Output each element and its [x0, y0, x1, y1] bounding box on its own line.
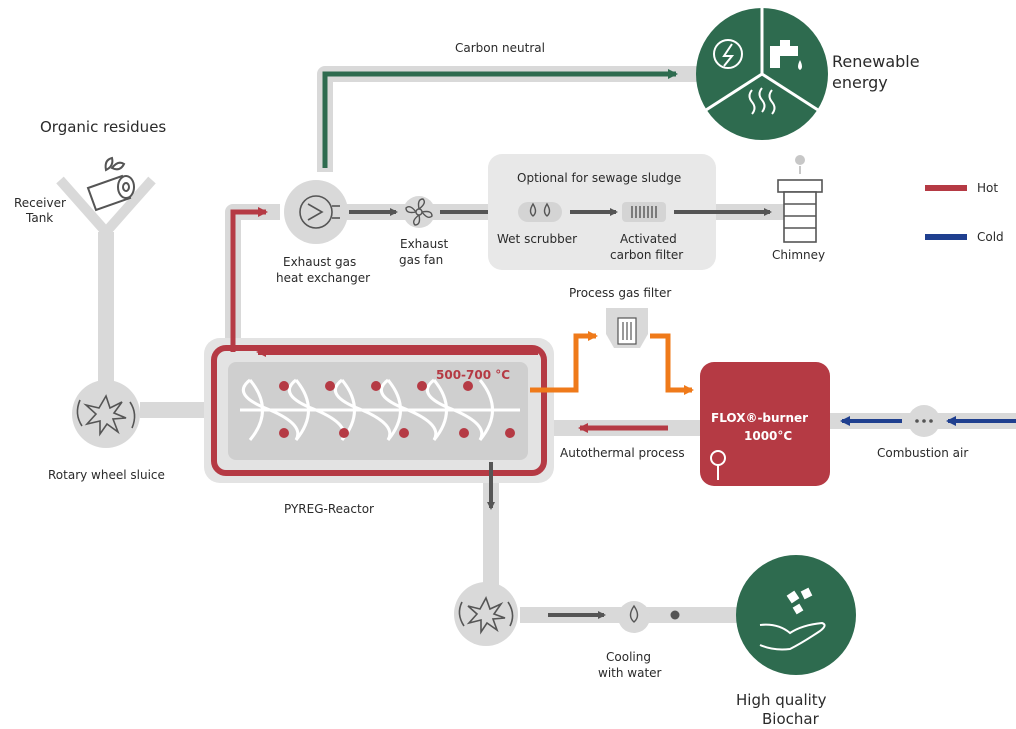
process-gas-filter-label: Process gas filter	[569, 286, 671, 300]
biochar-badge	[736, 555, 856, 675]
autothermal-label: Autothermal process	[560, 446, 685, 460]
starburst-icon	[76, 394, 136, 437]
rotary-wheel-sluice	[72, 380, 140, 448]
orange-gas-line-up	[530, 331, 598, 393]
output-sluice	[454, 582, 518, 646]
heat-exchanger-label-1: Exhaust gas	[283, 255, 356, 269]
log-icon	[86, 156, 135, 212]
flox-burner-label-2: 1000°C	[744, 429, 792, 443]
legend: Hot Cold	[925, 181, 1004, 244]
cooling-label-1: Cooling	[606, 650, 651, 664]
flox-burner	[700, 362, 830, 486]
activated-carbon-label-1: Activated	[620, 232, 677, 246]
reactor-temperature: 500-700 °C	[436, 368, 510, 382]
pyreg-reactor-label: PYREG-Reactor	[284, 502, 374, 516]
hand-with-biochar-icon	[759, 587, 826, 651]
orange-gas-line-down	[650, 333, 694, 395]
biochar-label-1: High quality	[736, 691, 827, 709]
legend-hot-label: Hot	[977, 181, 998, 195]
renewable-energy-label-2: energy	[832, 73, 888, 92]
lightning-icon	[713, 39, 743, 69]
heat-waves-icon	[748, 87, 776, 115]
combustion-air-label: Combustion air	[877, 446, 968, 460]
carbon-neutral-label: Carbon neutral	[455, 41, 545, 55]
wet-scrubber	[518, 202, 562, 222]
water-drops-icon	[529, 202, 551, 217]
renewable-energy-badge	[696, 8, 828, 140]
hot-line-to-heat-exchanger	[230, 207, 268, 352]
legend-cold-swatch	[925, 234, 967, 240]
filter-icon	[631, 206, 657, 218]
wet-scrubber-label: Wet scrubber	[497, 232, 577, 246]
legend-hot-swatch	[925, 185, 967, 191]
biochar-label-2: Biochar	[762, 710, 820, 728]
water-drop-icon	[629, 604, 639, 623]
starburst-icon	[458, 596, 514, 635]
carbon-neutral-line	[322, 69, 678, 168]
flow-dot	[670, 610, 680, 620]
fan-icon	[405, 198, 433, 226]
activated-carbon-label-2: carbon filter	[610, 248, 683, 262]
process-gas-filter	[606, 308, 648, 348]
rotary-wheel-sluice-label: Rotary wheel sluice	[48, 468, 165, 482]
organic-residues-label: Organic residues	[40, 118, 166, 136]
exhaust-fan-label-1: Exhaust	[400, 237, 449, 251]
chimney-label: Chimney	[772, 248, 825, 262]
cooling-label-2: with water	[598, 666, 662, 680]
optional-sludge-label: Optional for sewage sludge	[517, 171, 681, 185]
renewable-energy-label-1: Renewable	[832, 52, 920, 71]
receiver-tank-label-1: Receiver	[14, 196, 66, 210]
chimney	[777, 155, 823, 243]
receiver-tank	[56, 156, 156, 237]
activated-carbon-filter	[622, 202, 666, 222]
heat-dots	[279, 381, 515, 438]
auger-screw	[240, 378, 520, 441]
combustion-air-blower	[908, 405, 940, 437]
cooling-water	[618, 601, 650, 633]
flox-burner-label-1: FLOX®-burner	[711, 411, 808, 425]
exhaust-fan-label-2: gas fan	[399, 253, 443, 267]
exhaust-gas-fan	[403, 196, 435, 228]
exhaust-gas-heat-exchanger	[284, 180, 348, 244]
legend-cold-label: Cold	[977, 230, 1004, 244]
receiver-tank-label-2: Tank	[25, 211, 53, 225]
heat-exchanger-label-2: heat exchanger	[276, 271, 370, 285]
pyreg-reactor	[204, 338, 554, 483]
water-tap-icon	[770, 40, 802, 70]
